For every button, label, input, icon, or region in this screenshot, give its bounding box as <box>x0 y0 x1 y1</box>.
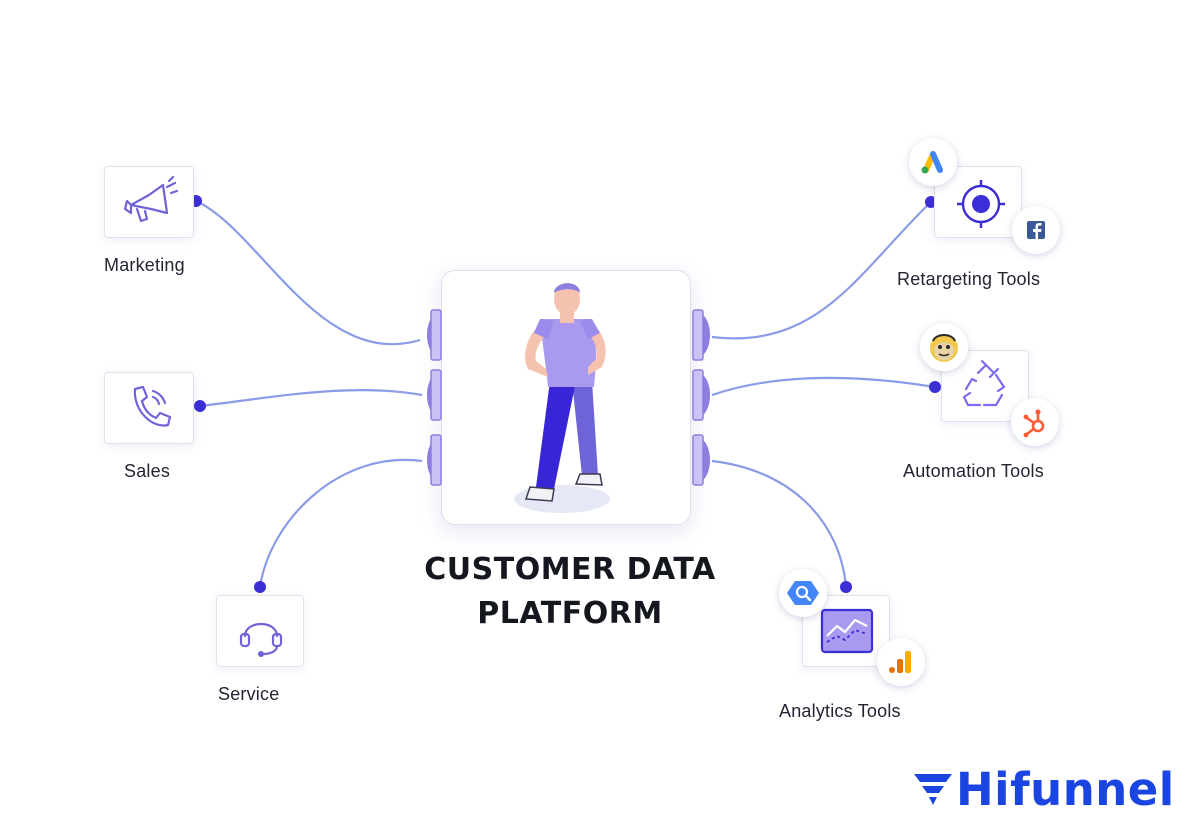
bigquery-badge <box>779 569 827 617</box>
connector-service <box>258 458 423 588</box>
brand-name: Hifunnel <box>956 763 1175 816</box>
port-left-middle <box>426 369 442 421</box>
dot-analytics <box>840 581 852 593</box>
dot-sales <box>194 400 206 412</box>
connector-marketing <box>195 199 421 346</box>
node-service <box>216 595 304 667</box>
connector-analytics <box>711 459 848 588</box>
label-automation: Automation Tools <box>903 461 1044 481</box>
node-analytics <box>802 595 890 667</box>
bigquery-icon <box>787 581 819 605</box>
cdp-title-line2: PLATFORM <box>477 596 663 631</box>
recycle-icon <box>962 359 1006 407</box>
google-ads-icon <box>921 151 943 174</box>
google-analytics-icon <box>889 651 911 673</box>
google-ads-badge <box>909 138 957 186</box>
label-marketing: Marketing <box>104 255 185 275</box>
connector-retargeting <box>711 201 932 340</box>
cdp-title-line1: CUSTOMER DATA <box>424 552 716 587</box>
connector-automation <box>711 376 936 397</box>
dot-automation <box>929 381 941 393</box>
hubspot-badge <box>1011 398 1059 446</box>
headset-icon <box>239 622 283 657</box>
customer-data-platform-card <box>441 270 691 525</box>
label-analytics: Analytics Tools <box>779 701 901 721</box>
line-chart-icon <box>820 608 874 654</box>
port-left-top <box>426 309 442 361</box>
megaphone-icon <box>123 175 179 223</box>
node-marketing <box>104 166 194 238</box>
hifunnel-logo: Hifunnel <box>912 760 1200 820</box>
label-sales: Sales <box>124 461 171 481</box>
google-analytics-badge <box>877 638 925 686</box>
mailchimp-icon <box>930 334 958 362</box>
node-sales <box>104 372 194 444</box>
standing-person-icon <box>514 283 610 513</box>
port-left-bottom <box>426 434 442 486</box>
funnel-icon <box>914 774 952 805</box>
phone-icon <box>133 385 172 427</box>
mailchimp-badge <box>920 323 968 371</box>
target-icon <box>957 180 1005 228</box>
connector-sales <box>199 389 423 408</box>
facebook-icon <box>1027 221 1045 239</box>
hubspot-icon <box>1023 409 1045 438</box>
label-service: Service <box>218 684 280 704</box>
cdp-title: CUSTOMER DATA PLATFORM <box>420 548 720 636</box>
port-right-middle <box>692 369 711 421</box>
port-right-top <box>692 309 711 361</box>
facebook-badge <box>1012 206 1060 254</box>
label-retargeting: Retargeting Tools <box>897 269 1041 289</box>
dot-service <box>254 581 266 593</box>
port-right-bottom <box>692 434 711 486</box>
